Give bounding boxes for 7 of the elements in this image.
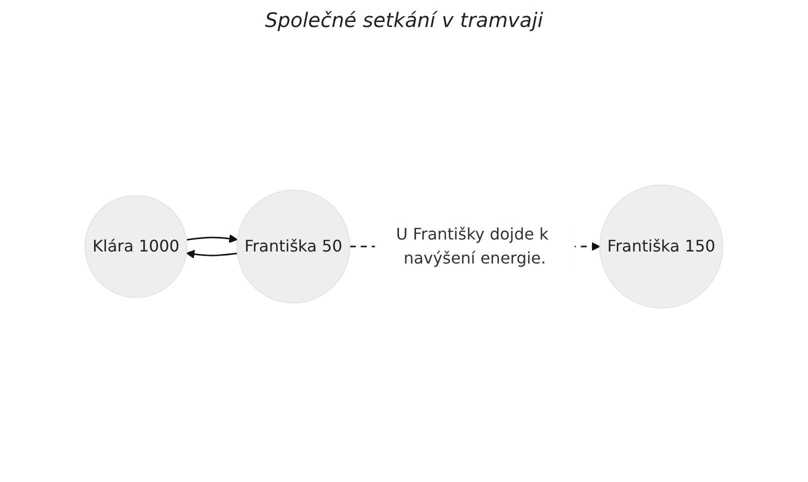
node-circle: Františka 50 xyxy=(236,190,350,304)
node-circle: Klára 1000 xyxy=(84,196,188,298)
arrow xyxy=(186,234,238,244)
node-circle: Františka 150 xyxy=(599,184,724,310)
arrow xyxy=(186,250,238,260)
caption-text: Společné setkání v tramvaji xyxy=(264,8,544,32)
edge-label: U Františky dojde k navýšení energie. xyxy=(396,225,549,268)
